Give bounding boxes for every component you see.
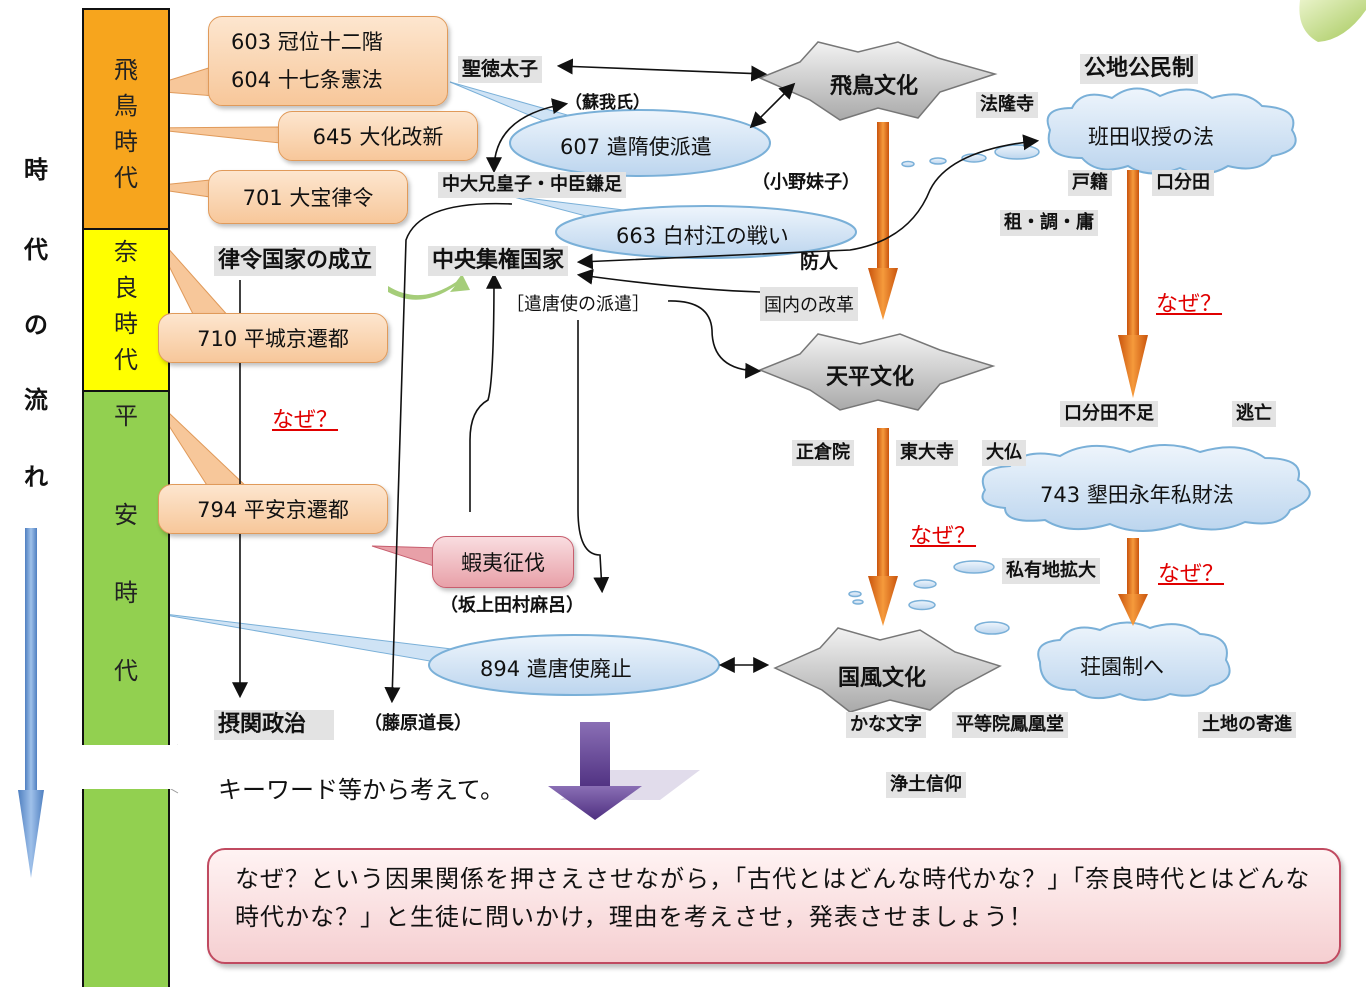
- callout-701: 701 大宝律令: [208, 170, 408, 224]
- leaf-decoration: [1299, 0, 1366, 42]
- label-sakimori: 防人: [800, 251, 839, 273]
- column-gap: [80, 745, 180, 789]
- label-kochi: 公地公民制: [1080, 54, 1199, 84]
- label-horyuji: 法隆寺: [976, 92, 1038, 118]
- era-asuka-text: 飛 鳥 時 代: [114, 56, 138, 192]
- label-shosoin: 正倉院: [792, 440, 854, 466]
- cloud-tail-894: [147, 611, 471, 669]
- callout-604-text: 604 十七条憲法: [231, 68, 383, 92]
- label-byodoin: 平等院鳳凰堂: [952, 712, 1068, 738]
- label-nakano: 中大兄皇子・中臣鎌足: [438, 172, 626, 198]
- callout-794: 794 平安京遷都: [158, 484, 388, 534]
- cloud-hakusonko-label: 663 白村江の戦い: [616, 224, 789, 248]
- era-heian: 平 安 時 代: [82, 390, 170, 987]
- side-title-char: 流: [24, 386, 48, 414]
- label-tobo: 逃亡: [1232, 401, 1276, 427]
- callout-ezo-text: 蝦夷征伐: [461, 551, 545, 575]
- label-kokunai: 国内の改革: [760, 287, 858, 321]
- callout-710: 710 平城京遷都: [158, 313, 388, 363]
- timeline-arrow: [18, 528, 44, 878]
- callout-603-604: 603 冠位十二階 604 十七条憲法: [208, 16, 448, 106]
- star-tenpyo: [757, 333, 996, 411]
- cloud-handen: [1046, 87, 1297, 175]
- star-asuka: [758, 41, 998, 121]
- side-title-char: 時: [24, 156, 48, 184]
- callout-ezo: 蝦夷征伐: [432, 536, 574, 588]
- era-nara: 奈 良 時 代: [82, 228, 170, 390]
- star-asuka-label: 飛鳥文化: [830, 74, 919, 99]
- callout-645: 645 大化改新: [278, 111, 478, 161]
- label-todaiji: 東大寺: [896, 440, 958, 466]
- why-label: なぜ？: [272, 408, 339, 433]
- why-label: なぜ？: [910, 524, 977, 549]
- label-kana: かな文字: [846, 712, 926, 738]
- label-keyword: キーワード等から考えて。: [218, 776, 505, 804]
- label-kento: ［遣唐使の派遣］: [506, 294, 650, 315]
- why-label: なぜ？: [1158, 562, 1225, 587]
- callout-794-text: 794 平安京遷都: [197, 498, 349, 522]
- callout-710-text: 710 平城京遷都: [197, 327, 349, 351]
- label-shiyu: 私有地拡大: [1002, 558, 1100, 584]
- label-kishin: 土地の寄進: [1198, 712, 1296, 738]
- callout-701-text: 701 大宝律令: [242, 186, 374, 210]
- cloud-shoen-label: 荘園制へ: [1080, 655, 1164, 679]
- side-title-char: 代: [24, 236, 48, 264]
- label-sakanoue: （坂上田村麻呂）: [440, 595, 584, 616]
- callout-tail-ezo: [371, 545, 441, 569]
- label-fujiwara: （藤原道長）: [364, 713, 472, 734]
- why-label: なぜ？: [1156, 292, 1223, 317]
- label-so: 租・調・庸: [1000, 210, 1098, 236]
- label-ritsuryo: 律令国家の成立: [214, 246, 377, 276]
- cloud-konden-label: 743 墾田永年私財法: [1040, 483, 1234, 507]
- era-nara-text: 奈 良 時 代: [114, 238, 138, 374]
- star-tenpyo-label: 天平文化: [826, 365, 915, 390]
- star-kokufu-label: 国風文化: [838, 666, 927, 691]
- era-heian-text: 平 安 時 代: [114, 402, 138, 685]
- label-sekkan: 摂関政治: [214, 710, 335, 740]
- cloud-konden: [981, 444, 1311, 532]
- cloud-kenzui-label: 607 遣隋使派遣: [560, 135, 712, 159]
- cloud-handen-label: 班田収授の法: [1088, 125, 1214, 149]
- label-daibutsu: 大仏: [982, 440, 1026, 466]
- instruction-message: なぜ？という因果関係を押さえさせながら，「古代とはどんな時代かな？」「奈良時代と…: [207, 848, 1341, 964]
- label-fusoku: 口分田不足: [1060, 401, 1158, 427]
- side-title-char: れ: [24, 463, 48, 491]
- label-jodo: 浄土信仰: [886, 772, 966, 798]
- callout-645-text: 645 大化改新: [312, 125, 444, 149]
- label-shotoku: 聖徳太子: [458, 56, 543, 83]
- era-asuka: 飛 鳥 時 代: [82, 8, 170, 228]
- callout-603-text: 603 冠位十二階: [231, 30, 383, 54]
- cloud-shoen: [1037, 621, 1231, 701]
- purple-down-arrow: [548, 722, 642, 820]
- side-title-char: の: [24, 311, 48, 339]
- label-onono: （小野妹子）: [752, 172, 860, 193]
- label-kubunden: 口分田: [1152, 170, 1214, 196]
- label-koseki: 戸籍: [1068, 170, 1112, 196]
- label-soga: （蘇我氏）: [565, 93, 650, 113]
- green-curve-arrow: [388, 274, 470, 300]
- cloud-haishi-label: 894 遣唐使廃止: [480, 657, 632, 681]
- label-chuo: 中央集権国家: [428, 246, 569, 276]
